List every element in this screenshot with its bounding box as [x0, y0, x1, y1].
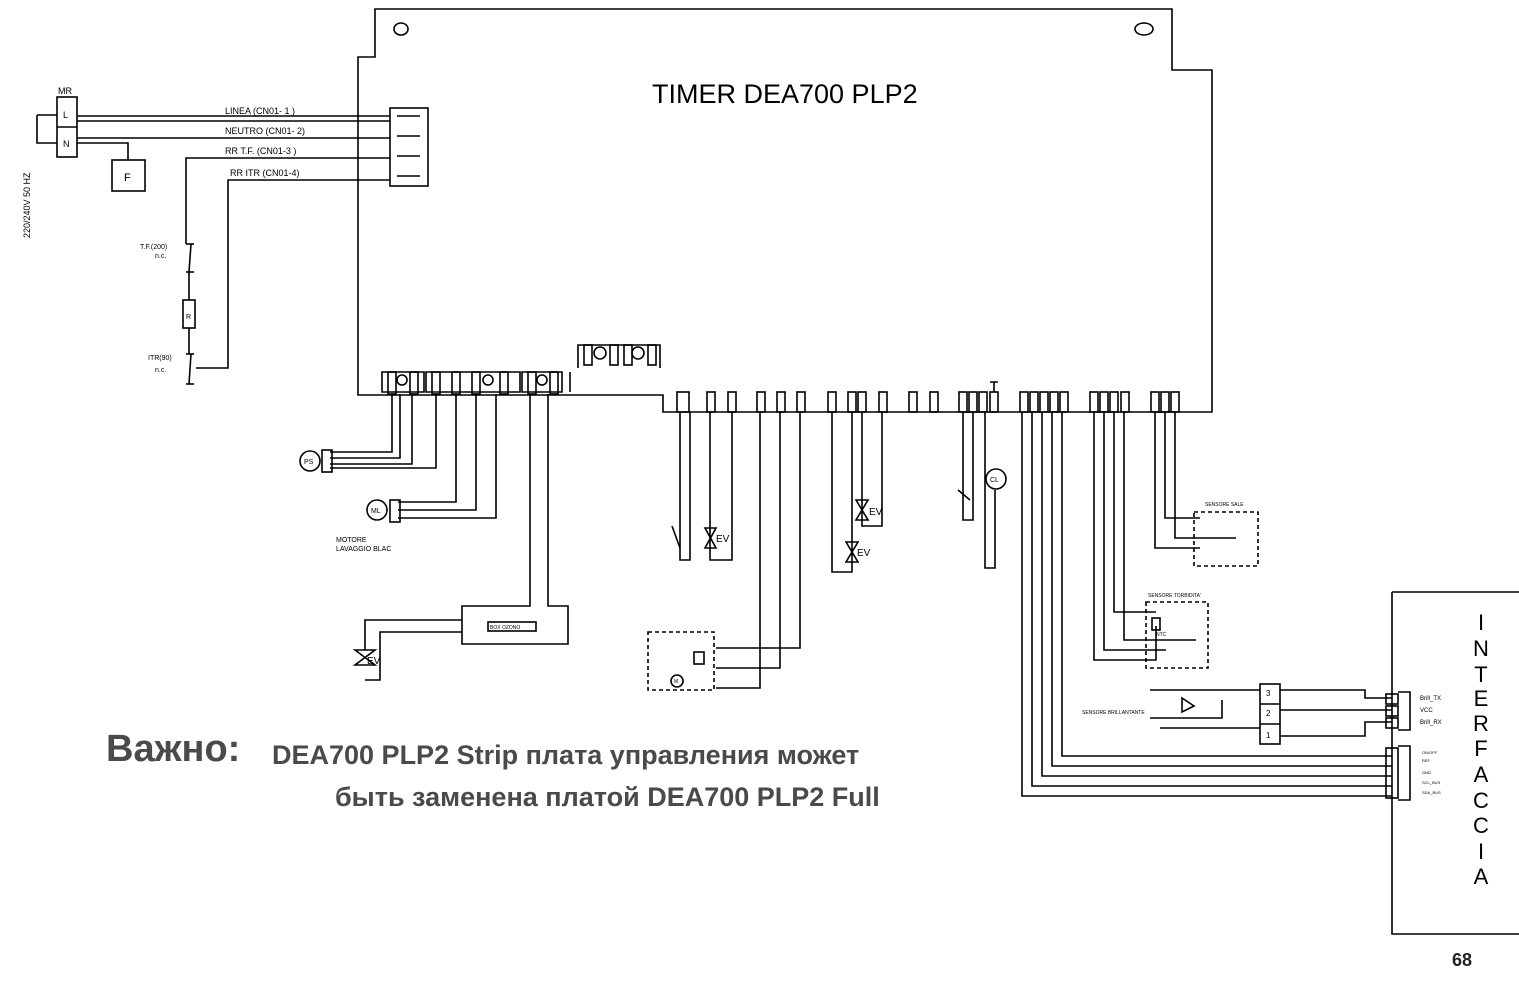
- interfaccia-letter: C: [1473, 813, 1489, 838]
- itr-nc-label: n.c.: [155, 367, 166, 374]
- line-rr-itr: RR ITR (CN01-4): [230, 168, 300, 178]
- ps-label: PS: [304, 459, 314, 466]
- sensore-sale-label: SENSORE SALE: [1205, 502, 1244, 508]
- interfaccia-letter: N: [1473, 636, 1489, 661]
- tf-label: T.F.(200): [140, 244, 167, 251]
- supply-label: 220/240V 50 HZ: [22, 172, 32, 238]
- mr-label: MR: [58, 86, 72, 96]
- itr-label: ITR(90): [148, 355, 172, 362]
- motor-label-1: MOTORE: [336, 537, 367, 544]
- ev-label-1: EV: [367, 656, 381, 667]
- ntc-label: NTC: [1156, 632, 1167, 638]
- pin-vcc: VCC: [1420, 708, 1433, 714]
- interfaccia-letter: I: [1477, 610, 1485, 635]
- pin-scl: SCL_BUS: [1422, 780, 1441, 785]
- interfaccia-letter: A: [1473, 864, 1489, 889]
- pin-brill-tx: Brill_TX: [1420, 696, 1441, 702]
- note-line-1: DEA700 PLP2 Strip плата управления может: [272, 740, 860, 770]
- l-label: L: [63, 110, 68, 120]
- pin-ref: REF: [1422, 758, 1431, 763]
- cl-label: CL: [990, 477, 999, 484]
- ev-label-4: EV: [869, 507, 883, 518]
- line-linea: LINEA (CN01- 1 ): [225, 106, 295, 116]
- interfaccia-letter: T: [1474, 662, 1488, 687]
- note-heading: Важно:: [106, 728, 241, 770]
- tf-nc-label: n.c.: [155, 253, 166, 260]
- board-outline: [357, 8, 1213, 413]
- fuse-box: [111, 159, 146, 192]
- board-title: TIMER DEA700 PLP2: [652, 79, 918, 109]
- ml-label: ML: [371, 508, 381, 515]
- connector-pin-2: 2: [1266, 709, 1271, 718]
- ev-label-2: EV: [716, 534, 730, 545]
- m-label: M: [674, 679, 678, 685]
- interfaccia-letter: I: [1477, 839, 1485, 864]
- line-rr-tf: RR T.F. (CN01-3 ): [225, 146, 296, 156]
- interfaccia-letter: R: [1473, 711, 1489, 736]
- line-neutro: NEUTRO (CN01- 2): [225, 126, 305, 136]
- cn01-connector: [389, 107, 429, 187]
- page-number: 68: [1452, 950, 1473, 970]
- interfaccia-letter: C: [1473, 788, 1489, 813]
- motor-label-2: LAVAGGIO BLAC: [336, 546, 391, 553]
- ev-label-3: EV: [857, 548, 871, 559]
- connector-pin-3: 3: [1266, 689, 1271, 698]
- n-label: N: [63, 139, 70, 149]
- sensore-brillantante-label: SENSORE BRILLANTANTE: [1082, 710, 1145, 716]
- pin-brill-rx: Brill_RX: [1420, 720, 1442, 726]
- mount-hole-left: [393, 22, 409, 36]
- r-label: R: [186, 314, 191, 321]
- interfaccia-letter: F: [1474, 736, 1488, 761]
- box-label: BOX OZONO: [490, 625, 520, 631]
- interfaccia-letter: A: [1473, 762, 1489, 787]
- sensore-torbidita-label: SENSORE TORBIDITA': [1148, 593, 1201, 599]
- note-line-2: быть заменена платой DEA700 PLP2 Full: [335, 782, 880, 812]
- connector-pin-1: 1: [1266, 731, 1271, 740]
- pin-sda: SDA_BUS: [1422, 790, 1441, 795]
- f-label: F: [124, 172, 131, 184]
- mount-hole-right: [1134, 22, 1154, 36]
- pin-gnd: GND: [1422, 770, 1431, 775]
- interfaccia-letter: E: [1473, 686, 1489, 711]
- pin-onoff: ON/OFF: [1422, 750, 1438, 755]
